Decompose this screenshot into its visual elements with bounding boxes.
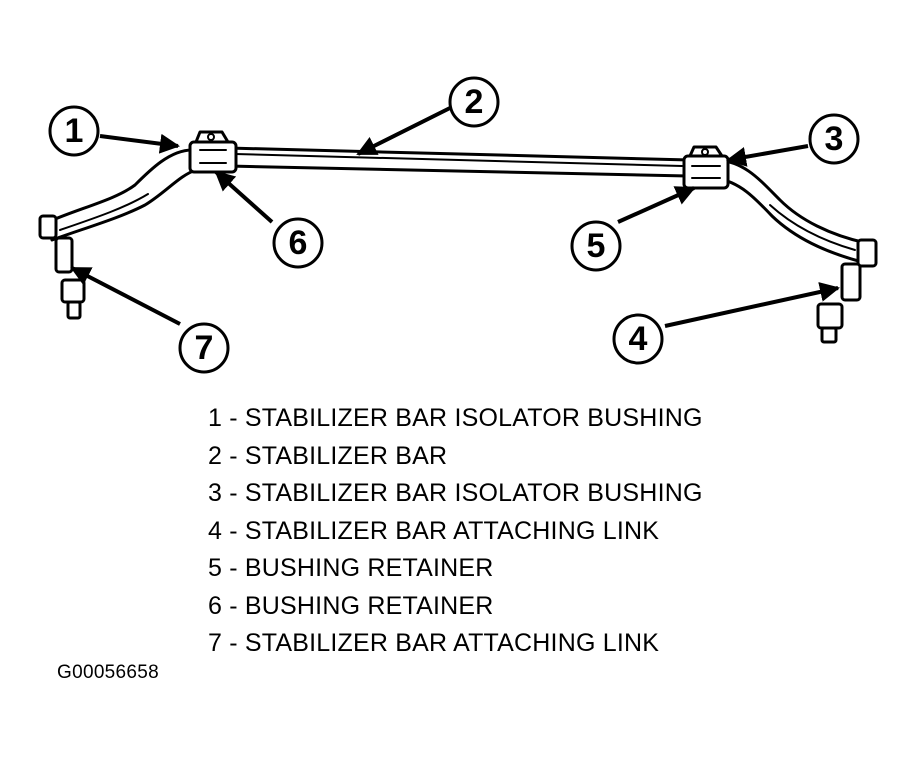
legend-item: 7 - STABILIZER BAR ATTACHING LINK xyxy=(208,629,660,657)
leader-6 xyxy=(214,170,274,224)
callout-6-label: 6 xyxy=(289,224,308,262)
right-attaching-link xyxy=(816,238,878,344)
figure-id: G00056658 xyxy=(57,662,160,683)
leader-4 xyxy=(664,282,840,328)
callout-5-label: 5 xyxy=(587,227,606,265)
legend-item: 4 - STABILIZER BAR ATTACHING LINK xyxy=(208,516,660,545)
right-bushing-assembly xyxy=(682,145,730,190)
callout-7-label: 7 xyxy=(195,329,214,367)
callout-1-label: 1 xyxy=(65,112,84,150)
callout-4: 4 xyxy=(612,313,664,365)
callout-5: 5 xyxy=(570,220,622,272)
callout-7: 7 xyxy=(178,322,230,374)
callout-6: 6 xyxy=(272,217,324,269)
stabilizer-bar-diagram: 1 2 3 4 5 6 7 xyxy=(38,76,878,374)
callout-4-label: 4 xyxy=(629,320,648,358)
leader-7 xyxy=(70,266,181,326)
callout-3: 3 xyxy=(808,113,860,165)
legend-item: 1 - STABILIZER BAR ISOLATOR BUSHING xyxy=(208,404,703,432)
leader-1 xyxy=(99,133,180,154)
leader-3 xyxy=(726,144,809,167)
legend-item: 5 - BUSHING RETAINER xyxy=(208,554,494,582)
callout-2-label: 2 xyxy=(465,83,484,121)
leader-5 xyxy=(617,186,696,224)
callout-1: 1 xyxy=(48,105,100,157)
legend-item: 3 - STABILIZER BAR ISOLATOR BUSHING xyxy=(208,479,703,507)
leader-2 xyxy=(356,106,451,156)
callout-2: 2 xyxy=(448,76,500,128)
callout-3-label: 3 xyxy=(825,120,844,158)
left-bushing-assembly xyxy=(188,130,238,174)
right-bar-arm xyxy=(714,158,868,264)
parts-legend: 1 - STABILIZER BAR ISOLATOR BUSHING 2 - … xyxy=(208,400,703,663)
legend-item: 2 - STABILIZER BAR xyxy=(208,441,448,470)
stabilizer-bar xyxy=(226,146,692,178)
legend-item: 6 - BUSHING RETAINER xyxy=(208,591,494,620)
left-bar-arm xyxy=(46,148,198,242)
